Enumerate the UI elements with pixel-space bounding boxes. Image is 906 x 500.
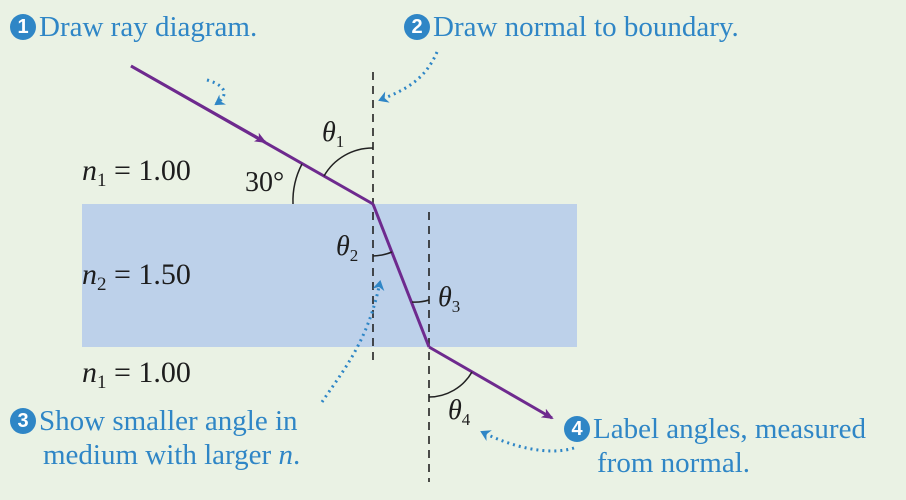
theta1-subscript: 1 — [335, 132, 345, 151]
annotation-arrow-step4 — [480, 430, 575, 453]
theta1-symbol: θ — [322, 117, 336, 148]
theta4-subscript: 4 — [461, 410, 471, 429]
step-3-line1: Show smaller angle in — [39, 405, 298, 437]
medium-bottom-subscript: 1 — [97, 372, 107, 393]
medium-middle-symbol: n — [82, 258, 97, 291]
step-1-badge: 1 — [10, 14, 36, 40]
step-4-line1: Label angles, measured — [593, 413, 866, 445]
angle-arc-30 — [292, 163, 303, 205]
angle-arc-theta1 — [323, 147, 374, 177]
emergent-ray — [428, 345, 554, 420]
annotation-arrow-step2 — [378, 51, 439, 103]
medium-top-value: = 1.00 — [114, 154, 191, 187]
angle-arc-theta4 — [428, 371, 473, 398]
medium-top-label: n1 = 1.00 — [82, 154, 191, 198]
refracted-ray — [371, 203, 431, 348]
medium-bottom-symbol: n — [82, 356, 97, 389]
step-1-text: Draw ray diagram. — [39, 11, 258, 43]
incident-ray-arrow — [130, 64, 267, 144]
step-2-text: Draw normal to boundary. — [433, 11, 739, 43]
medium-middle-value: = 1.50 — [114, 258, 191, 291]
theta3-subscript: 3 — [451, 297, 461, 316]
step-4-badge: 4 — [564, 416, 590, 442]
angle-arc-theta3 — [411, 299, 430, 303]
angle-label-theta1: θ1 — [322, 118, 344, 157]
step-3-badge: 3 — [10, 408, 36, 434]
angle-label-theta3: θ3 — [438, 283, 460, 322]
medium-middle-subscript: 2 — [97, 274, 107, 295]
annotation-arrow-step1 — [206, 78, 226, 106]
medium-top-subscript: 1 — [97, 170, 107, 191]
theta4-symbol: θ — [448, 395, 462, 426]
medium-bottom-label: n1 = 1.00 — [82, 356, 191, 400]
annotation-arrow-step3 — [320, 280, 385, 403]
theta2-subscript: 2 — [349, 246, 359, 265]
step-3-line2-symbol: n — [278, 439, 293, 471]
step-3-line2: medium with larger — [43, 439, 279, 471]
angle-label-theta2: θ2 — [336, 232, 358, 271]
theta3-symbol: θ — [438, 282, 452, 313]
angle-arc-theta2 — [372, 251, 393, 257]
step-2-badge: 2 — [404, 14, 430, 40]
step-4-line2: from normal. — [597, 447, 751, 479]
angle-label-30: 30° — [245, 167, 285, 198]
medium-top-symbol: n — [82, 154, 97, 187]
angle-label-theta4: θ4 — [448, 396, 470, 435]
step-3-line2-suffix: . — [292, 439, 301, 471]
glass-slab — [82, 204, 577, 347]
medium-middle-label: n2 = 1.50 — [82, 258, 191, 302]
theta2-symbol: θ — [336, 231, 350, 262]
medium-bottom-value: = 1.00 — [114, 356, 191, 389]
